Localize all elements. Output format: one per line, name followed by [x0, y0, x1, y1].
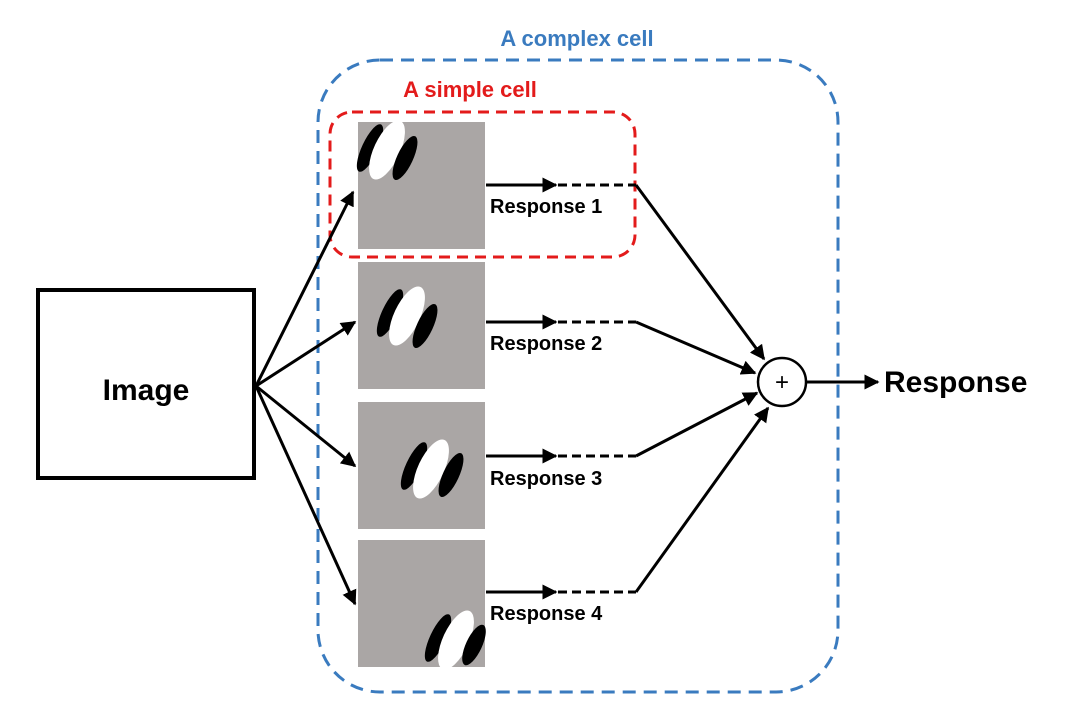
response-label-2: Response 2 — [490, 333, 602, 355]
complex-cell-boundary — [316, 58, 840, 694]
sum-input-arrows — [634, 184, 770, 593]
image-label: Image — [103, 374, 190, 407]
response-label-1: Response 1 — [490, 196, 602, 218]
response-branches — [486, 177, 636, 600]
gabor-filter-1 — [356, 120, 485, 249]
gabor-filter-3 — [358, 402, 485, 529]
response-label-3: Response 3 — [490, 468, 602, 490]
simple-cell-label: A simple cell — [403, 77, 537, 102]
output-label: Response — [884, 366, 1027, 399]
gabor-filter-2 — [358, 262, 485, 389]
image-box — [36, 288, 256, 480]
sum-symbol: + — [775, 369, 789, 396]
input-arrows — [254, 190, 357, 606]
complex-cell-label: A complex cell — [500, 26, 653, 51]
response-label-4: Response 4 — [490, 603, 603, 625]
gabor-filter-4 — [358, 540, 486, 670]
